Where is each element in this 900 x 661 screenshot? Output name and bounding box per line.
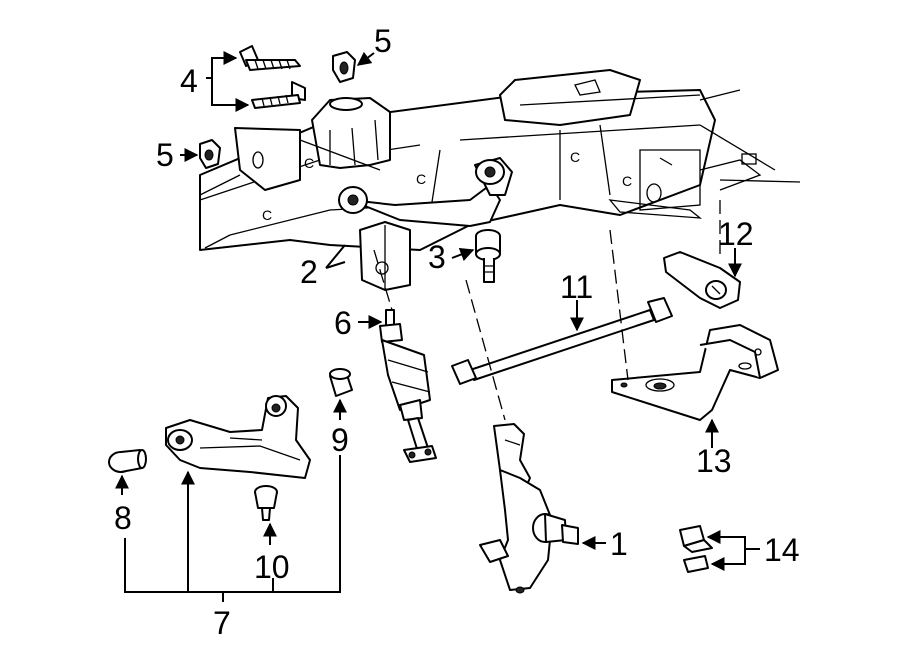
- callout-4: 4: [180, 63, 198, 99]
- callout-2: 2: [300, 254, 318, 290]
- cam-washer-left: [199, 139, 221, 169]
- upper-ball-joint: [475, 229, 501, 283]
- installed-upper-control-arm: [338, 157, 513, 227]
- frame-crossmember: C C C C C: [199, 69, 801, 251]
- callout-8: 8: [114, 500, 132, 536]
- callout-5-top: 5: [374, 23, 392, 59]
- frame-mark: C: [570, 149, 580, 165]
- callout-1: 1: [610, 526, 628, 562]
- shock-absorber: [379, 309, 437, 463]
- callout-10: 10: [254, 549, 290, 585]
- callout-13: 13: [696, 443, 732, 479]
- bushing-9: [329, 368, 353, 397]
- callout-14: 14: [764, 532, 800, 568]
- tension-rod: [451, 297, 673, 385]
- lower-ball-joint: [254, 485, 278, 521]
- callout-3: 3: [428, 239, 446, 275]
- frame-mark: C: [262, 207, 272, 223]
- retainer-clips: [679, 525, 713, 573]
- control-arm: [165, 395, 311, 479]
- mount-bracket: [611, 324, 779, 421]
- frame-mark: C: [304, 155, 314, 171]
- torsion-bar-arm: [663, 251, 741, 309]
- cam-bolts: [239, 45, 306, 109]
- frame-mark: C: [416, 171, 426, 187]
- cam-washer-top: [332, 51, 356, 83]
- callout-5-left: 5: [156, 137, 174, 173]
- steering-knuckle: [479, 423, 579, 594]
- callout-6: 6: [334, 305, 352, 341]
- callout-9: 9: [331, 422, 349, 458]
- frame-mark: C: [622, 173, 632, 189]
- leader-lines: [115, 51, 760, 602]
- callout-numbers: 1 2 3 4 5 5 6 7 8 9 10 11 12 13 14: [114, 23, 800, 641]
- bushing-8: [108, 449, 147, 473]
- callout-11: 11: [560, 269, 593, 305]
- shock-mount-bracket: [359, 221, 411, 291]
- callout-7: 7: [213, 605, 231, 641]
- assembly-lines: [373, 200, 721, 421]
- callout-12: 12: [718, 216, 754, 252]
